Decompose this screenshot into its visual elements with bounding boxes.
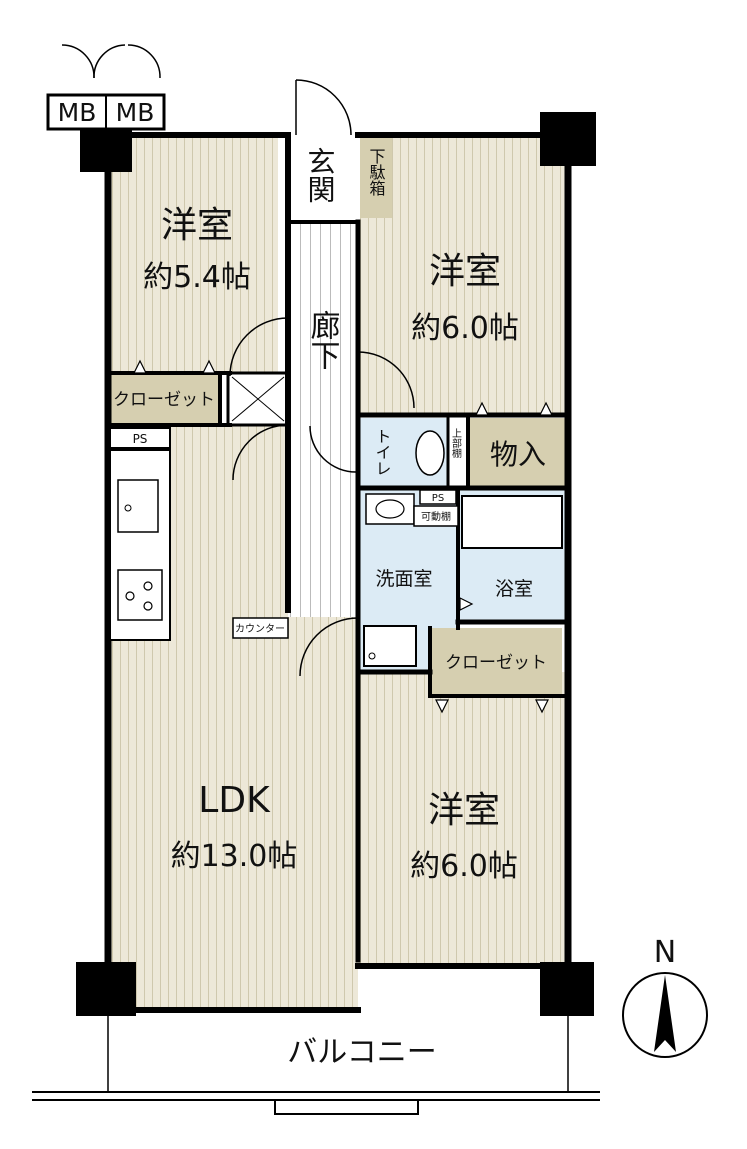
- entrance-label: 玄関: [304, 147, 337, 203]
- walls: [104, 131, 572, 1013]
- counter-label: カウンター: [235, 623, 285, 635]
- mb-left-label: MB: [58, 98, 97, 127]
- toilet-label: トイレ: [373, 428, 392, 476]
- movable-shelf-label: 可動棚: [421, 510, 451, 523]
- closet-door-marks: [133, 359, 553, 714]
- upper-shelf-label: 上部棚: [450, 428, 462, 459]
- room-ne-size: 約6.0帖: [411, 311, 519, 346]
- doors: [61, 44, 415, 677]
- room-nw-name: 洋室: [161, 205, 233, 246]
- wash-basin: [365, 493, 415, 525]
- closet-nw-label: クローゼット: [113, 390, 215, 410]
- storage-fill: [468, 418, 568, 486]
- hallway-floor: [288, 222, 358, 617]
- room-nw-size: 約5.4帖: [143, 260, 251, 295]
- room-se-floor: [358, 672, 568, 967]
- ldk-size: 約13.0帖: [171, 839, 298, 874]
- shaft-cross-2: [231, 376, 285, 422]
- stove: [117, 569, 163, 621]
- burner-1: [125, 591, 135, 601]
- closet-nw-fill: [108, 373, 220, 425]
- ps-kitchen-label: PS: [133, 432, 148, 446]
- column-ne: [540, 112, 596, 166]
- mb-right-label: MB: [116, 98, 155, 127]
- room-nw-floor: [108, 135, 278, 373]
- basin-bowl: [375, 499, 405, 519]
- burner-3: [143, 601, 153, 611]
- ldk-name: LDK: [198, 780, 271, 821]
- column-sw: [76, 962, 136, 1016]
- closet-se-fill: [430, 628, 562, 696]
- bathroom-label: 浴室: [495, 578, 533, 600]
- washer-pan: [363, 625, 417, 667]
- ps-wash-label: PS: [432, 493, 444, 504]
- movable-shelf-box: [413, 505, 459, 527]
- room-se-size: 約6.0帖: [410, 849, 518, 884]
- room-se-name: 洋室: [428, 790, 500, 831]
- toilet-bowl: [415, 430, 445, 476]
- washroom-label: 洗面室: [375, 568, 432, 590]
- ps-wash-box: [419, 489, 457, 505]
- room-ne-name: 洋室: [429, 251, 501, 292]
- shoe-box-label: 下駄箱: [367, 148, 386, 196]
- ps-kitchen-box: [109, 427, 171, 449]
- room-ne-floor: [358, 135, 568, 413]
- counter-box: [232, 617, 289, 639]
- sink-drain: [124, 504, 132, 512]
- balcony-label: バルコニー: [287, 1035, 436, 1070]
- shoe-box-fill: [360, 138, 392, 218]
- kitchen-sink: [117, 479, 159, 533]
- balcony: [32, 1016, 600, 1115]
- north-compass: [622, 972, 708, 1058]
- north-label: N: [654, 935, 676, 970]
- column-se: [540, 962, 594, 1016]
- washer-drain: [368, 652, 376, 660]
- burner-2: [143, 581, 153, 591]
- column-nw: [80, 130, 132, 172]
- closet-se-label: クローゼット: [445, 653, 547, 673]
- hallway-label: 廊下: [305, 310, 341, 370]
- genkan-floor: [288, 135, 360, 222]
- storage-label: 物入: [490, 438, 546, 471]
- bathtub: [461, 495, 563, 549]
